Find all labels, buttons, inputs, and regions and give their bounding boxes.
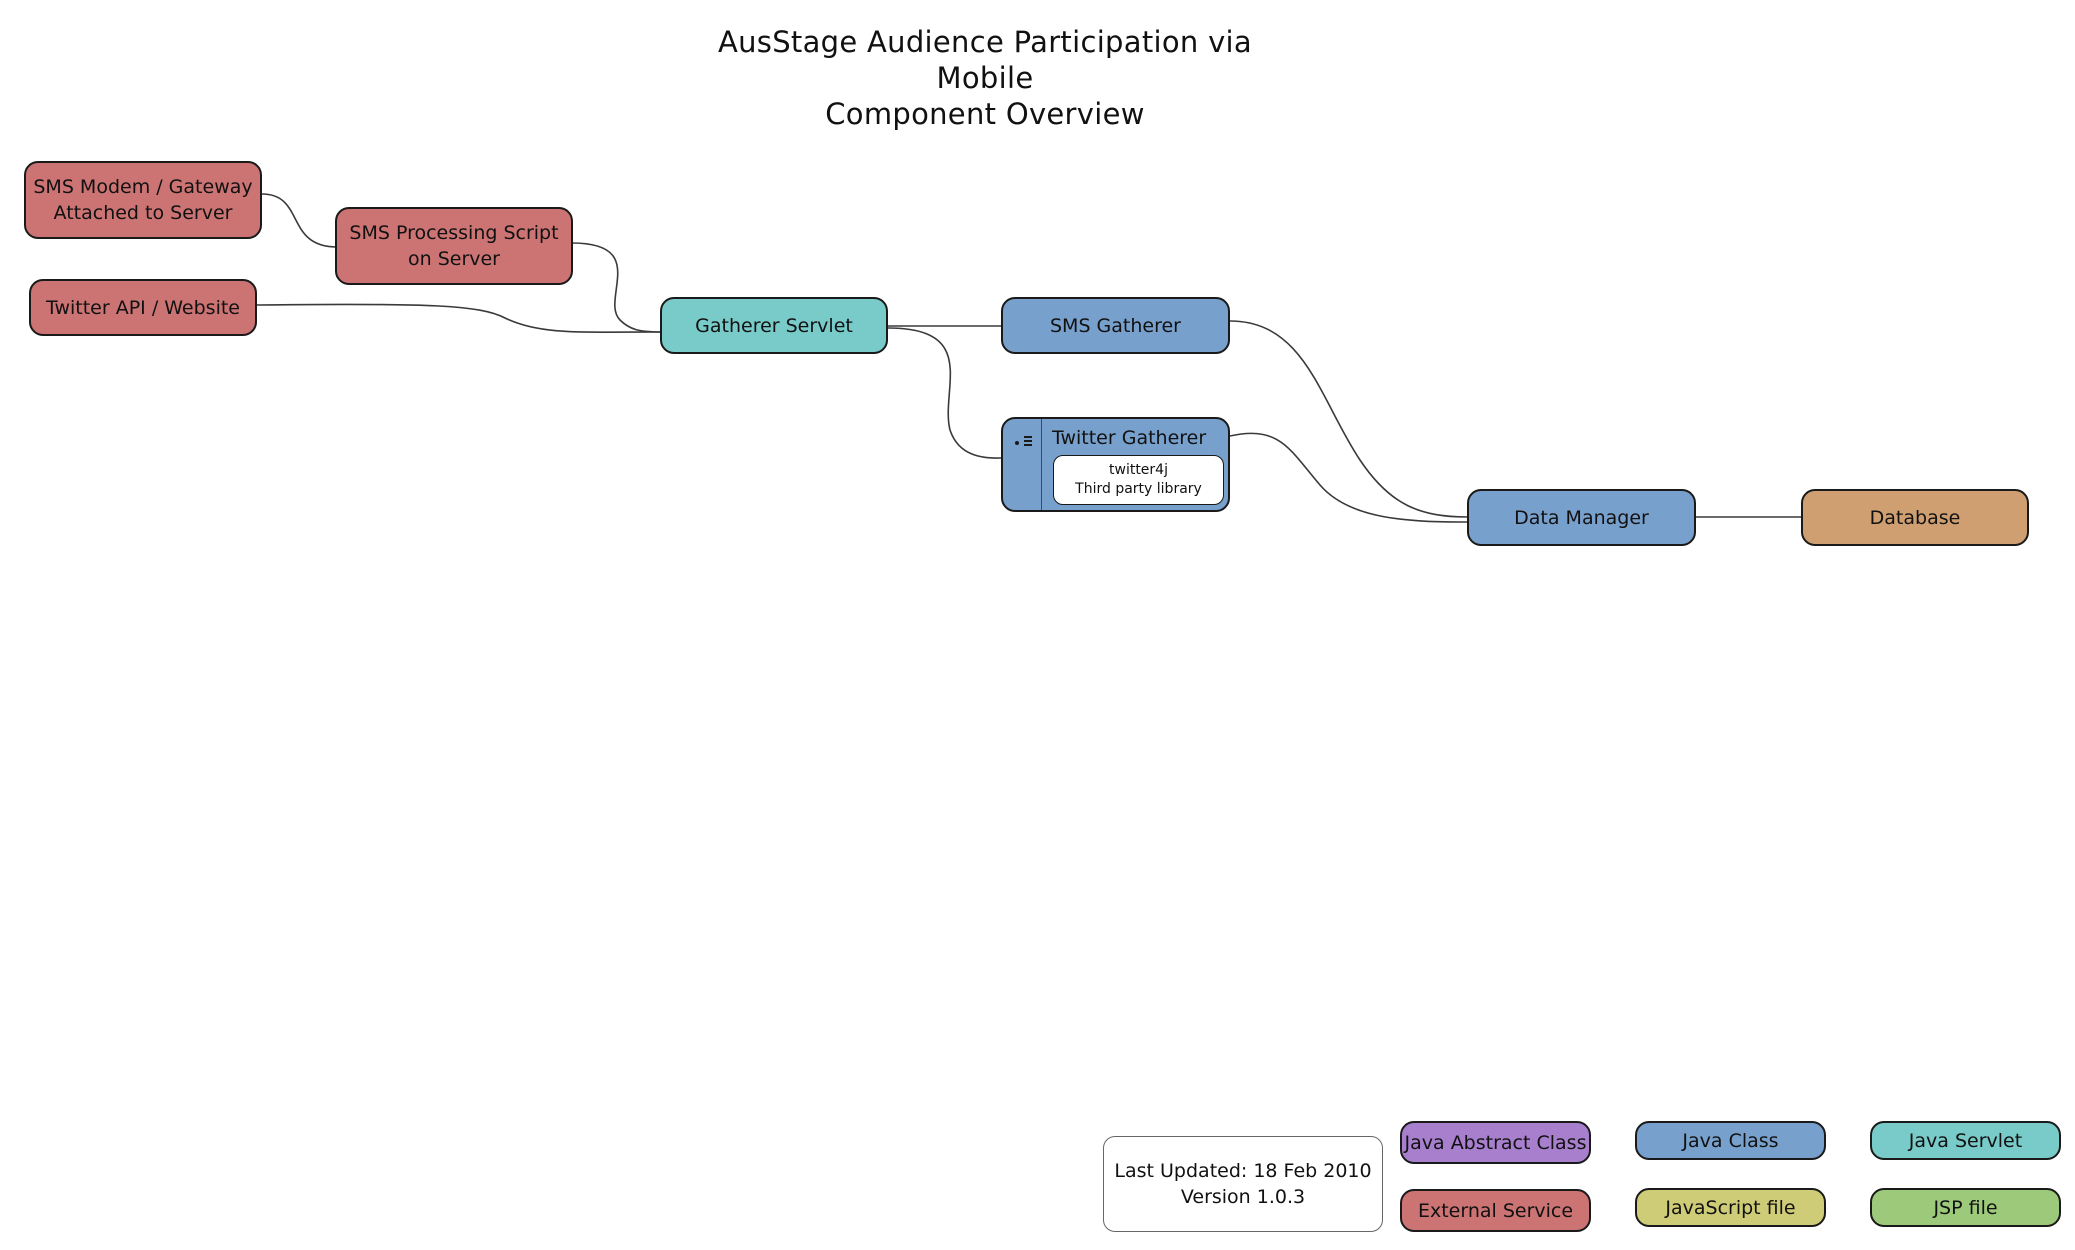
node-database[interactable]: Database [1801, 489, 2029, 546]
node-data-manager[interactable]: Data Manager [1467, 489, 1696, 546]
legend-java-class-label: Java Class [1682, 1129, 1779, 1152]
group-handle-icon[interactable] [1003, 419, 1042, 510]
node-sms-script-line-1: SMS Processing Script [349, 222, 559, 244]
legend-external-service: External Service [1400, 1189, 1591, 1232]
twitter4j-line-2: Third party library [1075, 481, 1202, 497]
legend-external-service-label: External Service [1417, 1199, 1574, 1222]
legend-jsp-file-label: JSP file [1933, 1196, 1998, 1219]
node-gatherer-servlet-label: Gatherer Servlet [695, 314, 853, 337]
node-twitter4j-library[interactable]: twitter4j Third party library [1053, 455, 1224, 505]
node-sms-script-line-2: on Server [407, 248, 500, 270]
edge-servlet-to-twitter-gatherer [887, 327, 1003, 459]
version-text: Version 1.0.3 [1180, 1186, 1306, 1208]
node-sms-modem-line-2: Attached to Server [53, 202, 233, 224]
node-database-label: Database [1869, 506, 1961, 529]
legend-java-servlet: Java Servlet [1870, 1121, 2061, 1160]
node-twitter-api-label: Twitter API / Website [46, 296, 240, 319]
legend-java-abstract-class: Java Abstract Class [1400, 1121, 1591, 1164]
node-twitter-gatherer[interactable]: Twitter Gatherer twitter4j Third party l… [1001, 417, 1230, 512]
node-twitter-api[interactable]: Twitter API / Website [29, 279, 257, 336]
group-handle-lines [1024, 436, 1032, 448]
edge-modem-to-script [261, 193, 338, 248]
node-gatherer-servlet[interactable]: Gatherer Servlet [660, 297, 888, 354]
edge-twitter-gatherer-to-data-manager [1229, 432, 1469, 523]
edge-sms-gatherer-to-data-manager [1229, 320, 1469, 518]
legend-javascript-file: JavaScript file [1635, 1188, 1826, 1227]
twitter-gatherer-body: Twitter Gatherer twitter4j Third party l… [1042, 419, 1228, 510]
node-data-manager-label: Data Manager [1514, 506, 1649, 529]
node-sms-modem[interactable]: SMS Modem / Gateway Attached to Server [24, 161, 262, 239]
edge-script-to-servlet [571, 242, 663, 333]
node-sms-gatherer[interactable]: SMS Gatherer [1001, 297, 1230, 354]
legend-java-abstract-class-label: Java Abstract Class [1404, 1131, 1587, 1154]
legend-jsp-file: JSP file [1870, 1188, 2061, 1227]
legend-javascript-file-label: JavaScript file [1665, 1196, 1796, 1219]
title-line-3: Component Overview [825, 97, 1145, 131]
node-twitter-gatherer-label: Twitter Gatherer [1052, 427, 1207, 449]
node-sms-gatherer-label: SMS Gatherer [1050, 314, 1181, 337]
node-sms-modem-line-1: SMS Modem / Gateway [33, 176, 253, 198]
title-line-2: Mobile [936, 61, 1034, 95]
node-sms-processing-script[interactable]: SMS Processing Script on Server [335, 207, 573, 285]
title-line-1: AusStage Audience Participation via [717, 25, 1252, 59]
twitter4j-line-1: twitter4j [1109, 462, 1168, 478]
legend-java-class: Java Class [1635, 1121, 1826, 1160]
diagram-title: AusStage Audience Participation via Mobi… [700, 24, 1270, 132]
last-updated-text: Last Updated: 18 Feb 2010 [1114, 1160, 1372, 1182]
edge-twitter-api-to-servlet [256, 303, 663, 333]
version-info-box: Last Updated: 18 Feb 2010 Version 1.0.3 [1103, 1136, 1383, 1232]
group-handle-dot [1015, 441, 1019, 445]
legend-java-servlet-label: Java Servlet [1908, 1129, 2023, 1152]
